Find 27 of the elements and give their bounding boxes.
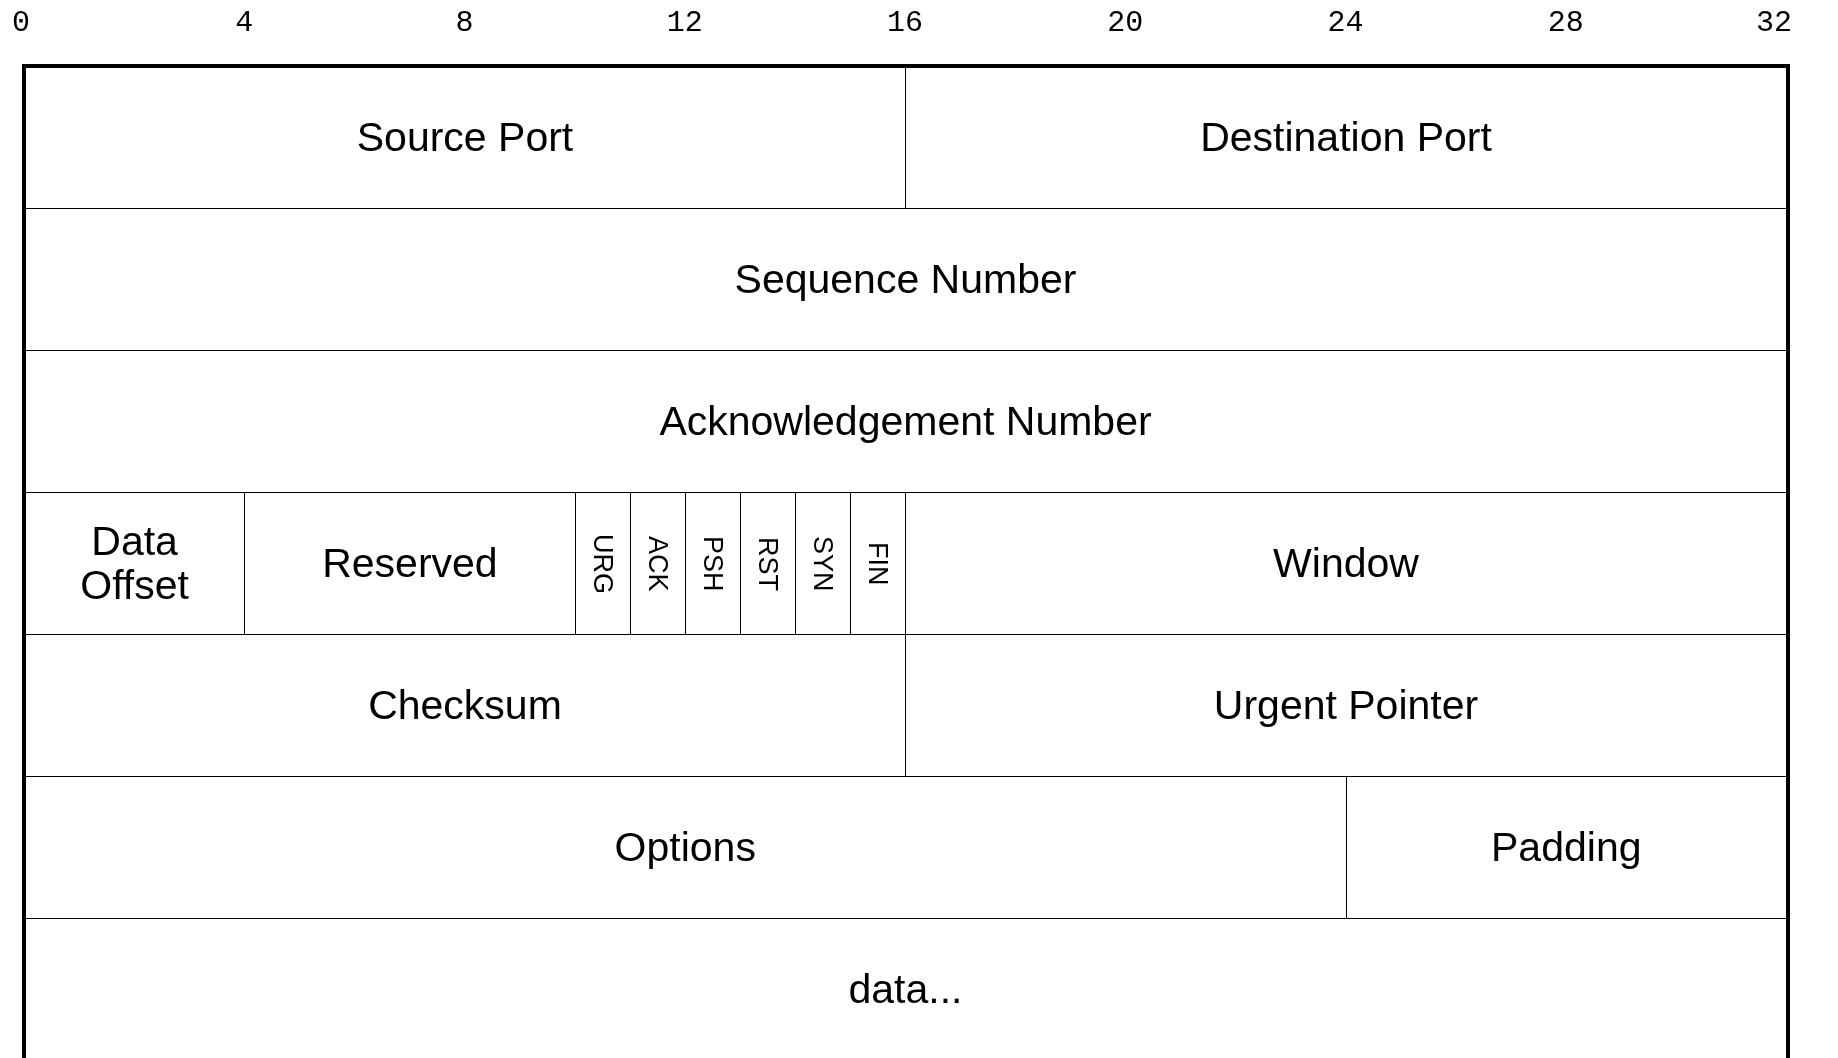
field-label: Checksum [368, 683, 562, 727]
flag-label: RST [753, 536, 782, 591]
bit-number: 16 [887, 6, 923, 40]
field-label: Acknowledgement Number [659, 399, 1152, 443]
bit-number: 32 [1756, 6, 1792, 40]
flag-label: PSH [698, 535, 727, 592]
field-label: Source Port [356, 115, 574, 159]
bit-number: 4 [235, 6, 254, 40]
field-label: Urgent Pointer [1213, 683, 1479, 727]
field-label: Destination Port [1200, 115, 1492, 159]
flag-label: FIN [863, 541, 893, 586]
field-label: Sequence Number [734, 257, 1077, 301]
bit-number: 24 [1327, 6, 1364, 40]
field-label: Reserved [322, 541, 498, 585]
field-label: data... [848, 967, 963, 1011]
bit-number: 12 [666, 6, 703, 40]
field-label: Options [614, 825, 756, 869]
bit-number: 8 [455, 6, 474, 40]
field-label: Padding [1491, 825, 1642, 869]
field-label: Data Offset [79, 520, 190, 607]
flag-label: URG [588, 533, 617, 594]
bit-number: 28 [1547, 6, 1584, 40]
bit-number: 0 [12, 6, 30, 40]
flag-label: SYN [808, 535, 838, 592]
bit-number: 20 [1107, 6, 1144, 40]
flag-label: ACK [643, 535, 672, 592]
field-label: Window [1273, 541, 1419, 585]
